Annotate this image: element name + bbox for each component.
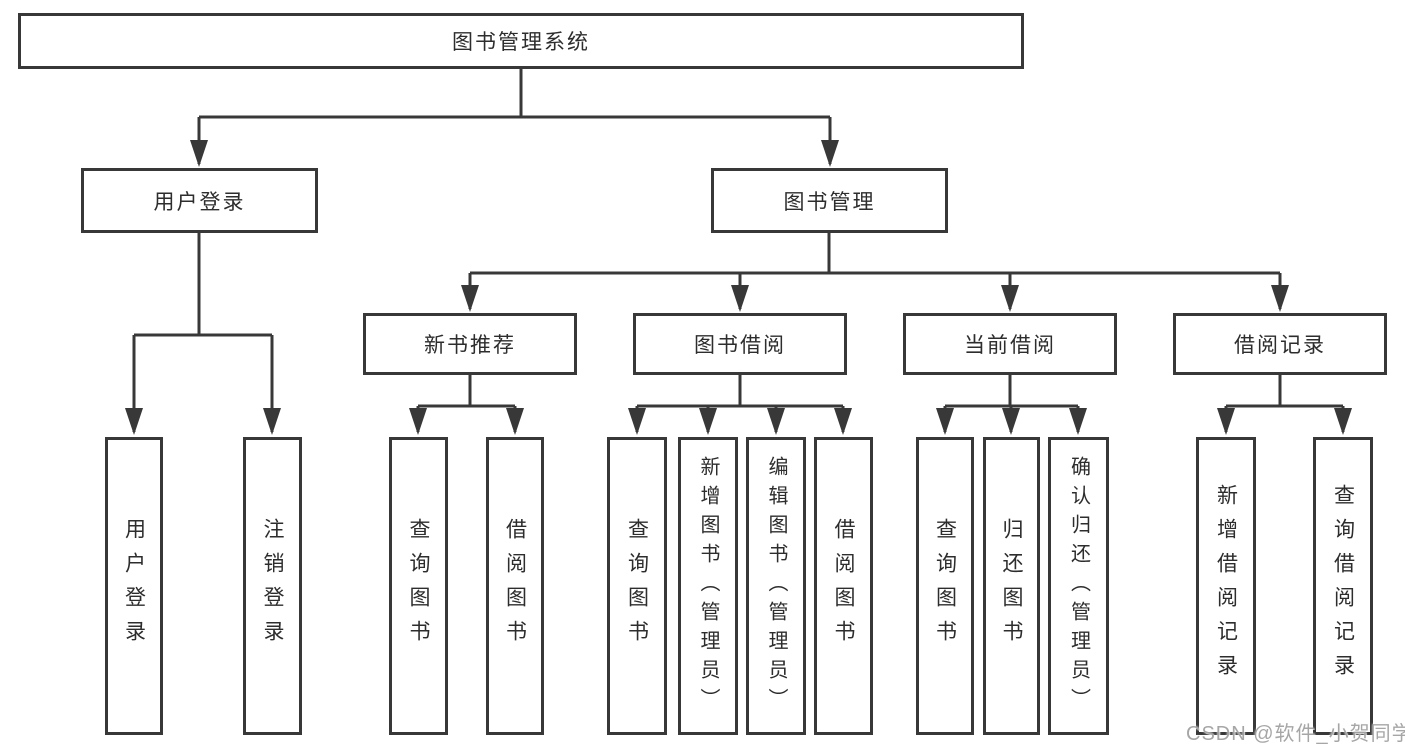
node-user-login-label: 用户登录 (153, 190, 246, 214)
node-book-management-label: 图书管理 (783, 190, 876, 214)
leaf-confirm-return-admin: 确认归还（管理员） (1048, 437, 1109, 735)
leaf-query-books-borrow-label: 查询图书 (625, 518, 649, 654)
node-book-borrow-label: 图书借阅 (694, 334, 786, 357)
leaf-user-login-label: 用户登录 (122, 518, 146, 654)
leaf-query-borrow-record-label: 查询借阅记录 (1331, 484, 1355, 688)
node-current-borrow-label: 当前借阅 (964, 334, 1056, 357)
node-user-login: 用户登录 (81, 168, 318, 233)
leaf-query-books-current-label: 查询图书 (933, 518, 957, 654)
leaf-query-borrow-record: 查询借阅记录 (1313, 437, 1373, 735)
leaf-add-book-admin-label: 新增图书（管理员） (697, 455, 719, 717)
leaf-query-books-current: 查询图书 (916, 437, 974, 735)
leaf-borrow-books-recommend-label: 借阅图书 (503, 518, 527, 654)
leaf-query-books-recommend-label: 查询图书 (407, 518, 431, 654)
leaf-query-books-borrow: 查询图书 (607, 437, 667, 735)
node-book-borrow: 图书借阅 (633, 313, 847, 375)
leaf-borrow-books-borrow-label: 借阅图书 (832, 518, 856, 654)
watermark: CSDN @软件_小贺同学 (1186, 723, 1405, 745)
leaf-borrow-books-recommend: 借阅图书 (486, 437, 544, 735)
leaf-edit-book-admin: 编辑图书（管理员） (746, 437, 806, 735)
leaf-user-login: 用户登录 (105, 437, 163, 735)
leaf-confirm-return-admin-label: 确认归还（管理员） (1067, 455, 1090, 717)
leaf-borrow-books-borrow: 借阅图书 (814, 437, 873, 735)
leaf-query-books-recommend: 查询图书 (389, 437, 448, 735)
leaf-logout: 注销登录 (243, 437, 302, 735)
node-borrow-records-label: 借阅记录 (1234, 334, 1326, 357)
leaf-return-books: 归还图书 (983, 437, 1040, 735)
node-root-label: 图书管理系统 (452, 31, 590, 54)
leaf-return-books-label: 归还图书 (1000, 518, 1024, 654)
leaf-add-borrow-record-label: 新增借阅记录 (1214, 484, 1238, 688)
node-new-book-recommend-label: 新书推荐 (424, 334, 516, 357)
leaf-edit-book-admin-label: 编辑图书（管理员） (765, 455, 787, 717)
leaf-add-borrow-record: 新增借阅记录 (1196, 437, 1256, 735)
node-new-book-recommend: 新书推荐 (363, 313, 577, 375)
node-current-borrow: 当前借阅 (903, 313, 1117, 375)
node-root: 图书管理系统 (18, 13, 1024, 69)
node-book-management: 图书管理 (711, 168, 948, 233)
leaf-add-book-admin: 新增图书（管理员） (678, 437, 738, 735)
leaf-logout-label: 注销登录 (261, 518, 285, 654)
node-borrow-records: 借阅记录 (1173, 313, 1387, 375)
